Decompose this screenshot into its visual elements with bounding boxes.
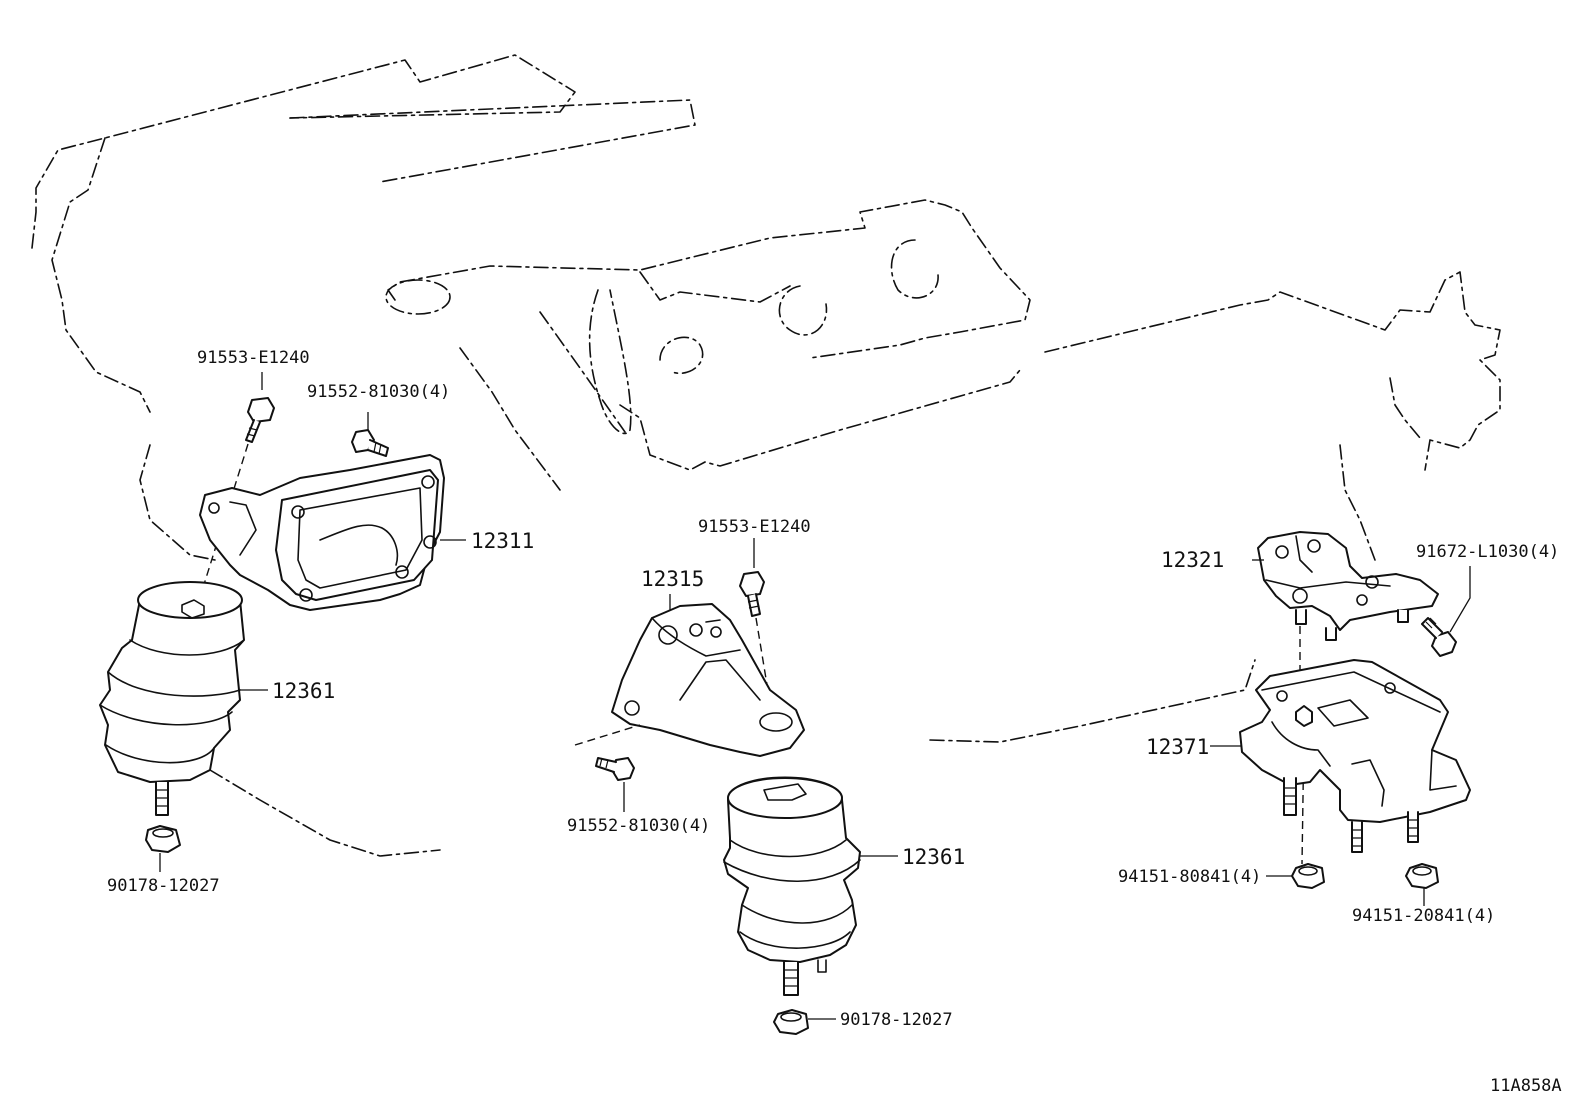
center-mount-assembly — [574, 538, 898, 1035]
bracket-12321 — [1257, 531, 1439, 641]
label-bracket-center: 12315 — [641, 567, 704, 591]
label-insulator-left: 12361 — [272, 679, 335, 703]
right-mount-assembly — [1210, 531, 1471, 906]
bolt-right-group — [1421, 617, 1457, 657]
insulator-12361-center — [723, 776, 861, 996]
nut-left — [145, 825, 181, 853]
bracket-12311 — [199, 454, 445, 611]
bolt-left-top — [245, 397, 275, 443]
label-bolt-center-group: 91552-81030(4) — [567, 816, 710, 836]
label-bracket-left: 12311 — [471, 529, 534, 553]
label-bracket-right: 12321 — [1161, 548, 1224, 572]
callout-labels: 91553-E1240 91552-81030(4) 12311 12361 9… — [107, 348, 1562, 1096]
rear-mount-12371 — [1239, 659, 1471, 853]
label-rear-mount: 12371 — [1146, 735, 1209, 759]
nut-rear-a — [1291, 863, 1325, 889]
bolt-left-group — [351, 429, 389, 457]
label-bolt-left-group: 91552-81030(4) — [307, 382, 450, 402]
label-nut-rear-b: 94151-20841(4) — [1352, 906, 1495, 926]
bolt-center-top — [739, 571, 765, 617]
insulator-12361-left — [99, 581, 245, 816]
diagram-code: 11A858A — [1490, 1076, 1562, 1096]
label-nut-center: 90178-12027 — [840, 1010, 953, 1030]
left-mount-assembly — [99, 372, 466, 872]
label-bolt-left-top: 91553-E1240 — [197, 348, 310, 368]
engine-phantom-outline — [31, 54, 1501, 857]
nut-rear-b — [1405, 863, 1439, 889]
nut-center — [773, 1009, 809, 1035]
label-bolt-center-top: 91553-E1240 — [698, 517, 811, 537]
label-nut-left: 90178-12027 — [107, 876, 220, 896]
bolt-center-group — [595, 757, 635, 781]
label-nut-rear-a: 94151-80841(4) — [1118, 867, 1261, 887]
label-insulator-center: 12361 — [902, 845, 965, 869]
label-bolt-right-group: 91672-L1030(4) — [1416, 542, 1559, 562]
bracket-12315 — [611, 603, 805, 757]
